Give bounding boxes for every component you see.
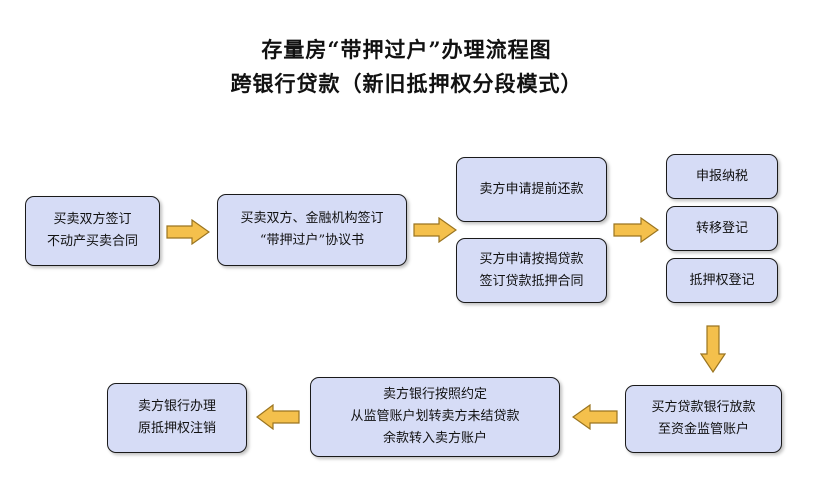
step-seller-bank-transfer-line3: 余款转入卖方账户 — [382, 431, 487, 446]
diagram-title: 存量房“带押过户”办理流程图 — [261, 37, 552, 62]
step-mortgage-reg: 抵押权登记 — [666, 258, 778, 303]
step-seller-bank-transfer: 卖方银行按照约定 从监管账户划转卖方未结贷款 余款转入卖方账户 — [310, 377, 560, 457]
step-sign-contract: 买卖双方签订 不动产买卖合同 — [25, 196, 160, 266]
step-seller-bank-transfer-line1: 卖方银行按照约定 — [382, 387, 487, 402]
step-seller-repay-line1: 卖方申请提前还款 — [479, 181, 584, 197]
step-transfer: 转移登记 — [666, 206, 778, 251]
left-arrow-icon — [572, 404, 618, 430]
step-seller-bank-transfer-line2: 从监管账户划转卖方未结贷款 — [350, 409, 520, 424]
step-buyer-loan: 买方申请按揭贷款 签订贷款抵押合同 — [456, 238, 607, 303]
step-sign-agreement-line2: “带押过户”协议书 — [259, 233, 365, 248]
step-sign-agreement-line1: 买卖双方、金融机构签订 — [240, 211, 384, 226]
step-tax: 申报纳税 — [666, 154, 778, 199]
step-buyer-bank-loan-line2: 至资金监管账户 — [657, 422, 749, 437]
step-cancel-mortgage-line2: 原抵押权注销 — [137, 421, 216, 436]
step-sign-contract-line2: 不动产买卖合同 — [46, 234, 138, 249]
left-arrow-icon — [256, 404, 300, 430]
step-sign-contract-line1: 买卖双方签订 — [53, 212, 132, 227]
step-buyer-bank-loan: 买方贷款银行放款 至资金监管账户 — [625, 385, 782, 453]
step-transfer-line1: 转移登记 — [695, 220, 748, 236]
right-arrow-icon — [166, 219, 210, 245]
step-cancel-mortgage-line1: 卖方银行办理 — [137, 399, 216, 414]
step-buyer-loan-line2: 签订贷款抵押合同 — [479, 273, 584, 289]
diagram-subtitle: 跨银行贷款（新旧抵押权分段模式） — [230, 71, 583, 96]
right-arrow-icon — [413, 217, 457, 243]
step-tax-line1: 申报纳税 — [695, 168, 748, 184]
step-sign-agreement: 买卖双方、金融机构签订 “带押过户”协议书 — [217, 194, 407, 266]
step-buyer-loan-line1: 买方申请按揭贷款 — [479, 251, 584, 267]
down-arrow-icon — [700, 325, 726, 373]
step-buyer-bank-loan-line1: 买方贷款银行放款 — [651, 400, 756, 415]
step-seller-repay: 卖方申请提前还款 — [456, 157, 607, 222]
step-mortgage-reg-line1: 抵押权登记 — [689, 272, 755, 288]
step-cancel-mortgage: 卖方银行办理 原抵押权注销 — [107, 383, 247, 453]
right-arrow-icon — [613, 217, 659, 243]
